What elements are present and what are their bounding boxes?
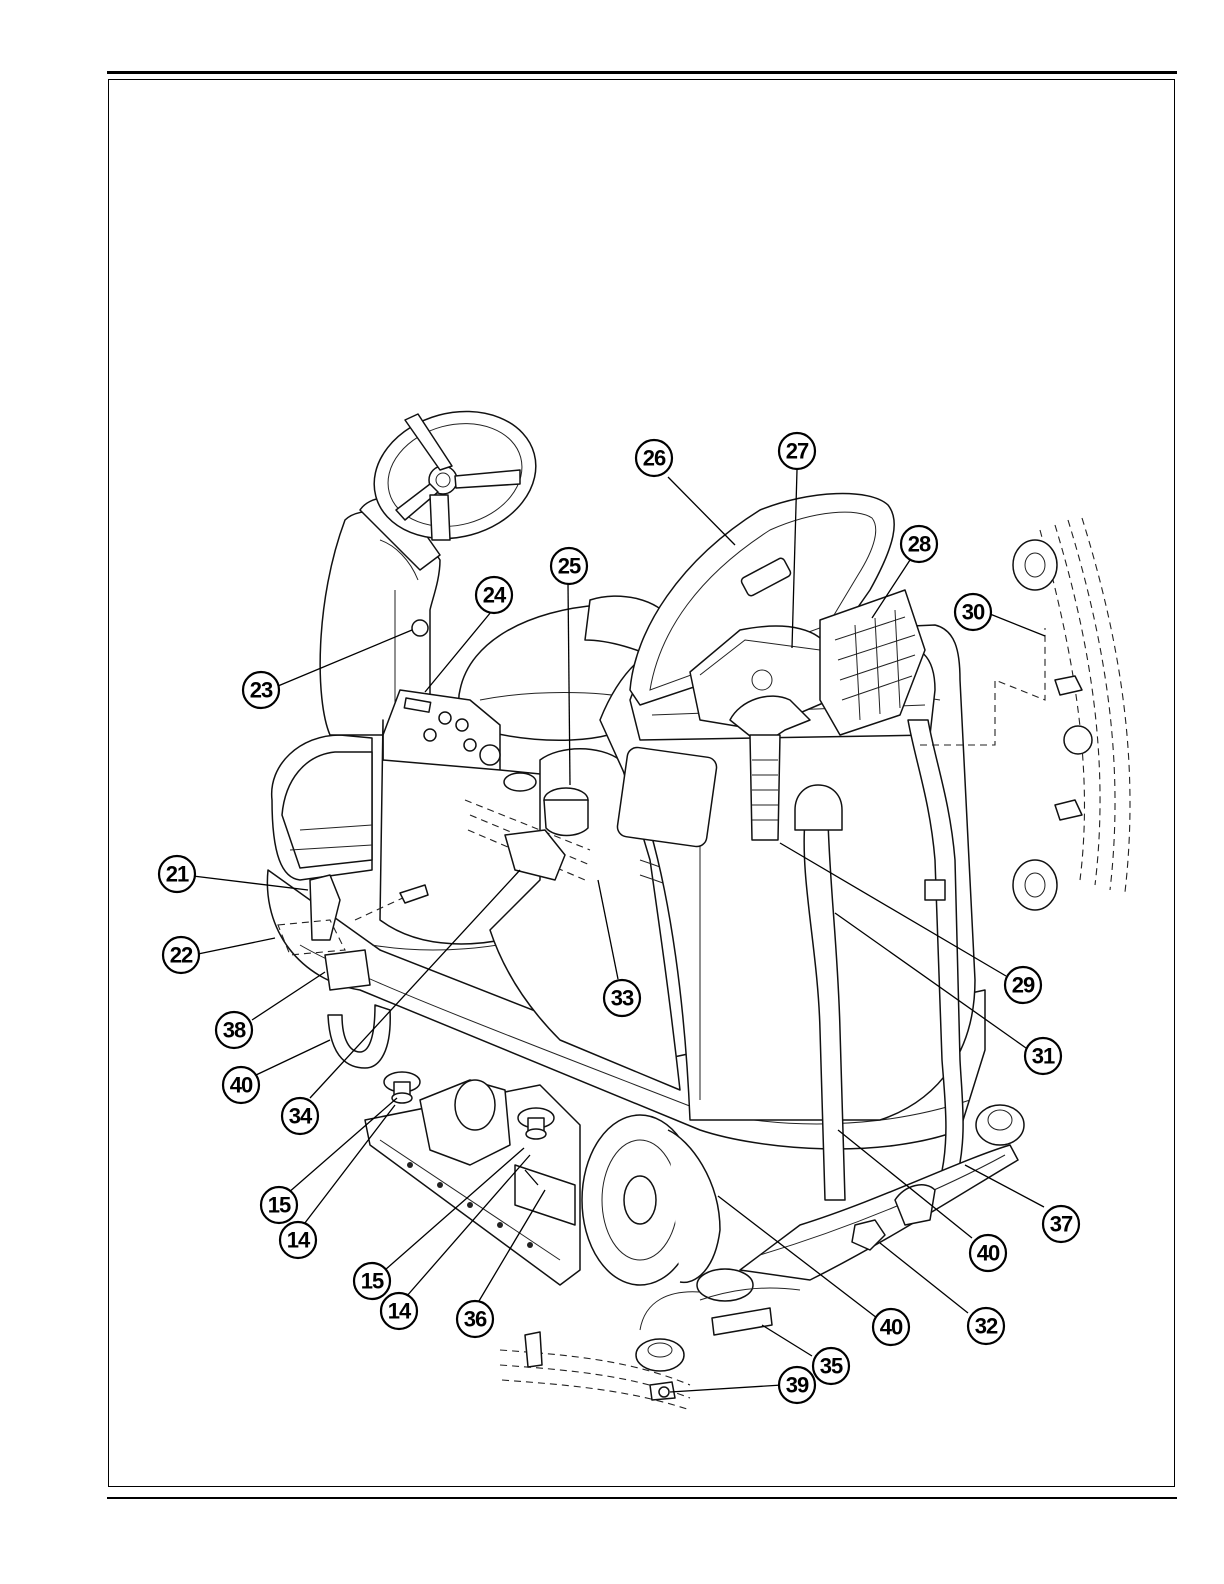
drain-hose-40-left	[328, 1005, 390, 1068]
svg-text:30: 30	[962, 600, 985, 625]
callout-33: 33	[604, 980, 640, 1016]
callout-40-front: 40	[873, 1309, 909, 1345]
svg-text:25: 25	[558, 554, 581, 579]
callout-23: 23	[243, 672, 279, 708]
callout-40-right: 40	[970, 1235, 1006, 1271]
squeegee-wheel-left	[697, 1269, 753, 1301]
callout-40-rear: 40	[223, 1067, 259, 1103]
callout-35: 35	[813, 1348, 849, 1384]
key-switch	[480, 745, 500, 765]
callout-37: 37	[1043, 1206, 1079, 1242]
drain-hose-29	[750, 735, 780, 840]
callout-15-lower: 15	[354, 1263, 390, 1299]
callout-27: 27	[779, 433, 815, 469]
svg-text:36: 36	[464, 1307, 487, 1332]
callout-36: 36	[457, 1301, 493, 1337]
callout-29: 29	[1005, 967, 1041, 1003]
callout-26: 26	[636, 440, 672, 476]
svg-text:32: 32	[975, 1314, 998, 1339]
callout-21: 21	[159, 856, 195, 892]
callout-31: 31	[1025, 1038, 1061, 1074]
svg-text:31: 31	[1032, 1044, 1055, 1069]
squeegee-wheel-right	[976, 1105, 1024, 1145]
svg-text:14: 14	[388, 1299, 412, 1324]
svg-text:34: 34	[289, 1104, 313, 1129]
svg-text:40: 40	[880, 1315, 903, 1340]
callout-30: 30	[955, 594, 991, 630]
squeegee-detail-39	[500, 1292, 700, 1410]
tank-window	[616, 746, 718, 848]
brush-knob-a	[384, 1072, 420, 1103]
callout-24: 24	[476, 577, 512, 613]
svg-text:35: 35	[820, 1354, 843, 1379]
svg-text:37: 37	[1050, 1212, 1073, 1237]
svg-text:22: 22	[170, 943, 193, 968]
svg-text:40: 40	[977, 1241, 1000, 1266]
svg-text:26: 26	[643, 446, 666, 471]
svg-text:23: 23	[250, 678, 273, 703]
callout-22: 22	[163, 937, 199, 973]
svg-text:24: 24	[483, 583, 507, 608]
svg-text:15: 15	[361, 1269, 384, 1294]
svg-text:27: 27	[786, 439, 809, 464]
svg-text:14: 14	[287, 1228, 311, 1253]
svg-text:40: 40	[230, 1073, 253, 1098]
svg-text:39: 39	[786, 1373, 809, 1398]
callout-28: 28	[901, 526, 937, 562]
svg-text:21: 21	[166, 862, 189, 887]
svg-text:15: 15	[268, 1193, 291, 1218]
svg-text:28: 28	[908, 532, 931, 557]
callout-14-upper: 14	[280, 1222, 316, 1258]
svg-text:38: 38	[223, 1018, 246, 1043]
callout-32: 32	[968, 1308, 1004, 1344]
callout-34: 34	[282, 1098, 318, 1134]
callout-39: 39	[779, 1367, 815, 1403]
drain-cap	[795, 785, 842, 830]
callout-14-lower: 14	[381, 1293, 417, 1329]
squeegee-blade-clip	[712, 1308, 772, 1335]
svg-text:33: 33	[611, 986, 634, 1011]
callout-25: 25	[551, 548, 587, 584]
callout-38: 38	[216, 1012, 252, 1048]
svg-text:29: 29	[1012, 973, 1035, 998]
callout-15-upper: 15	[261, 1187, 297, 1223]
knob-23	[412, 620, 428, 636]
cup-holder	[504, 773, 536, 791]
